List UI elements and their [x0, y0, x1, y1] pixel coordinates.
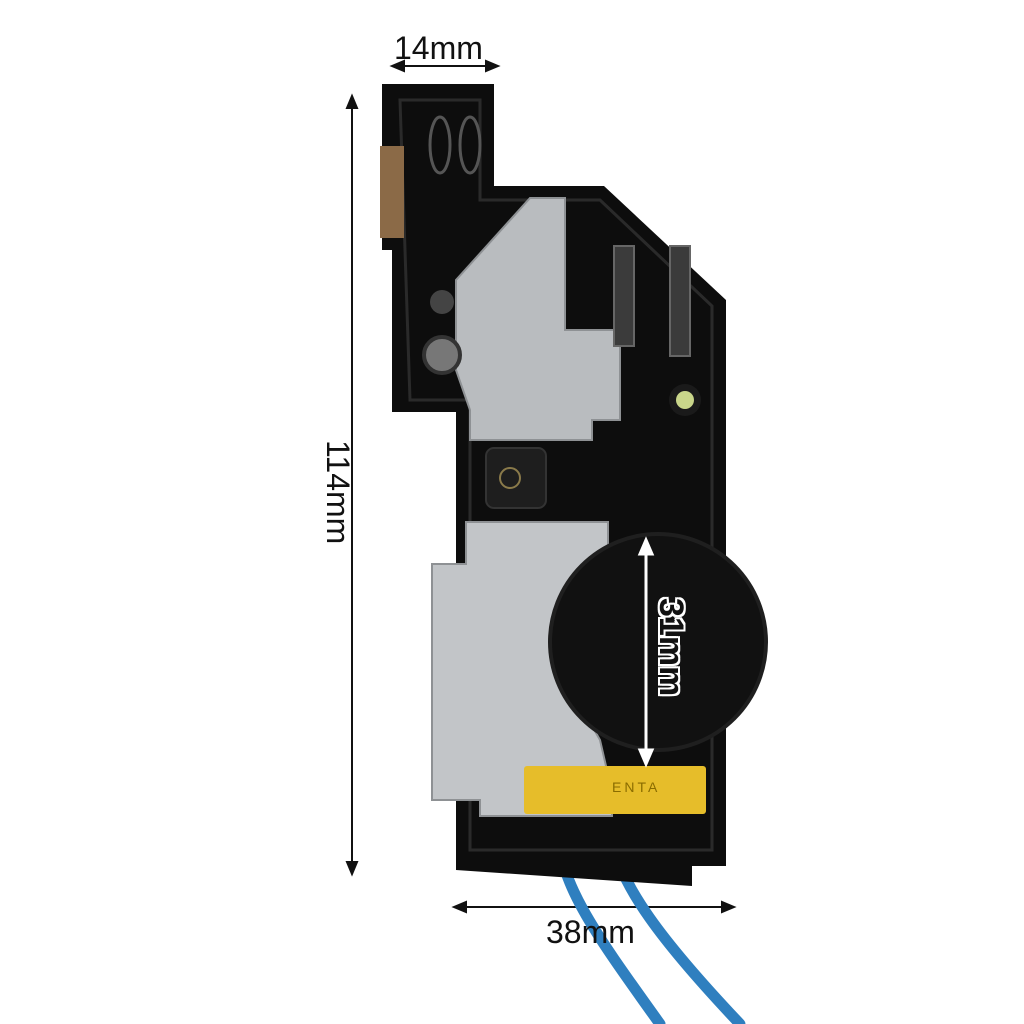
yellow-label-plate: [524, 766, 706, 814]
knob-dimension-arrow: [637, 536, 655, 768]
height-label: 114mm: [320, 440, 356, 545]
knob-diameter-label: 31mm: [652, 598, 690, 697]
top-width-label: 14mm: [394, 30, 483, 66]
brand-label: ENTA: [612, 779, 661, 795]
dimension-lines: [345, 59, 737, 914]
bottom-width-label: 38mm: [546, 914, 635, 950]
speed-dial-knob: [548, 532, 768, 752]
